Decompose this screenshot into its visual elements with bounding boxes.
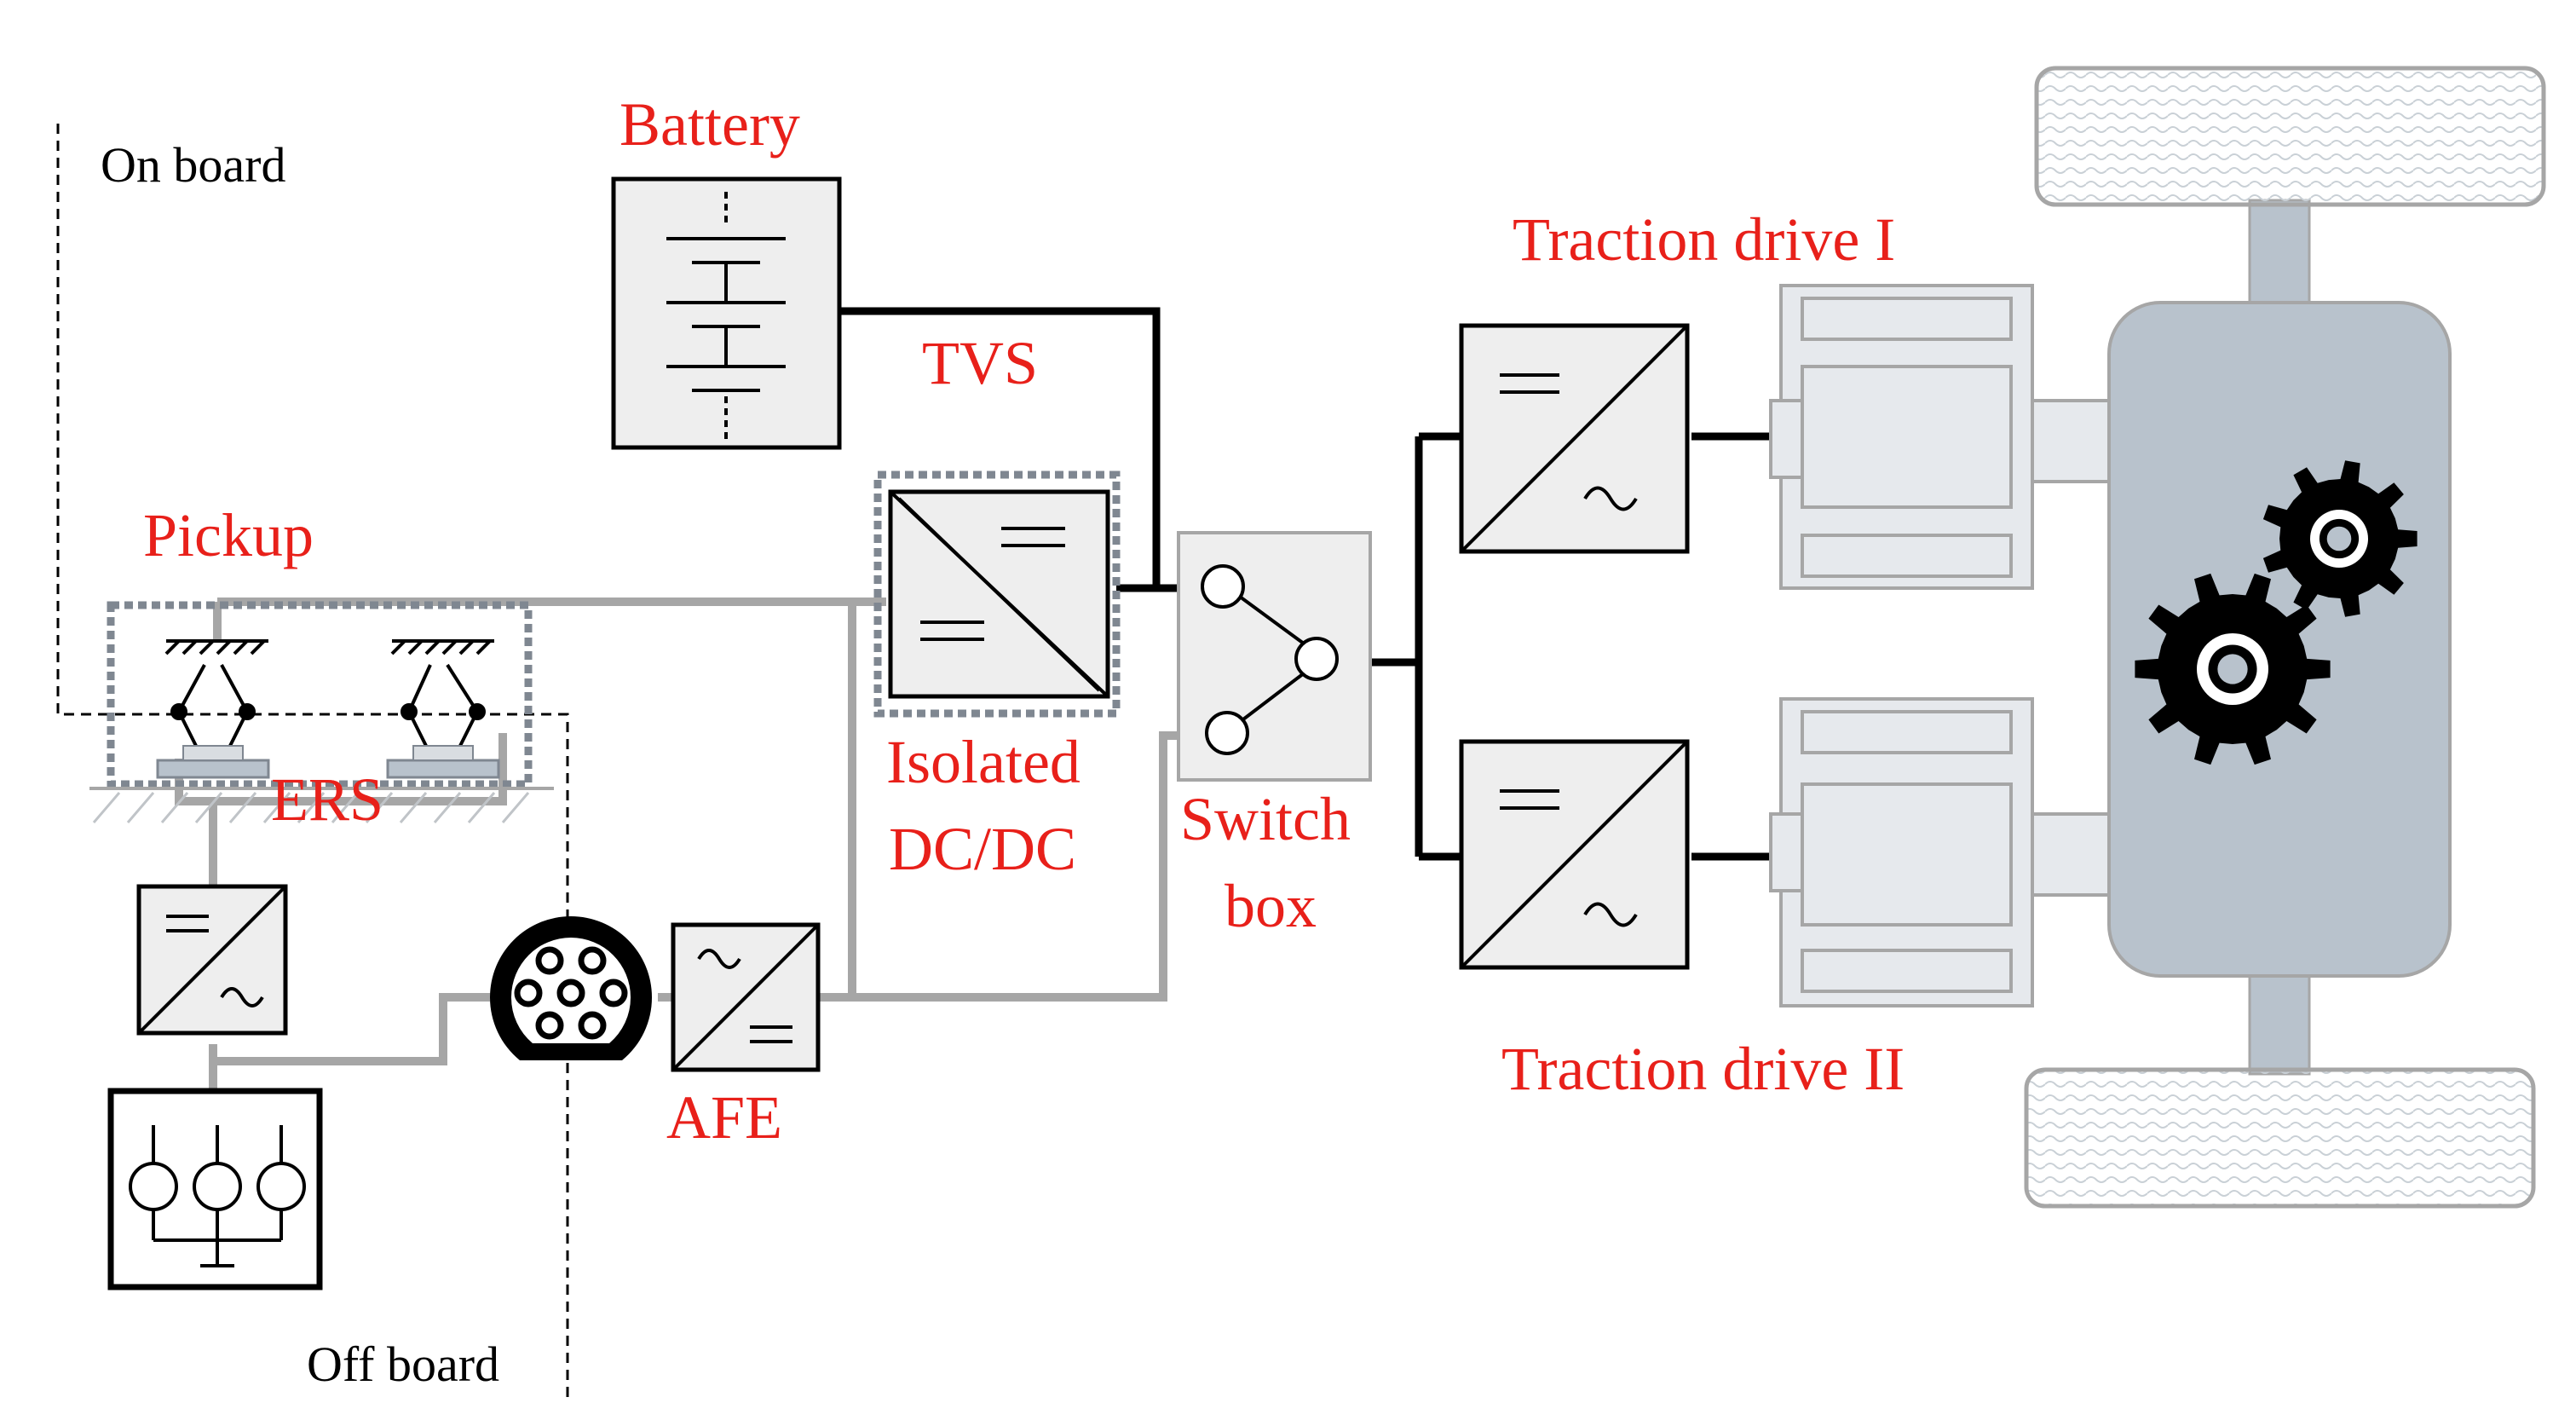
switch-box-block (1177, 531, 1372, 782)
battery-block (611, 176, 842, 450)
afe-block (671, 922, 821, 1072)
pickup-label: Pickup (143, 501, 314, 569)
afe-label: AFE (666, 1083, 782, 1152)
board-boundary (56, 124, 569, 1402)
isolated-label-line2: DC/DC (889, 815, 1076, 883)
inverter-icon (1460, 740, 1689, 969)
inverter-icon (1460, 324, 1689, 553)
gear-icon (2262, 460, 2418, 617)
switch-icon (1201, 564, 1339, 755)
grid-inverter-block (136, 884, 288, 1036)
battery-label: Battery (620, 90, 800, 159)
ers-label: ERS (271, 765, 383, 834)
off-board-label: Off board (307, 1337, 499, 1392)
grid-source-icon (129, 1125, 306, 1267)
axle-bottom (2248, 970, 2311, 1076)
tvs-label: TVS (922, 329, 1038, 397)
isolated-label-line1: Isolated (886, 728, 1081, 796)
grid-source-block (107, 1088, 323, 1290)
wheel-icon (2024, 1067, 2536, 1209)
switch-label-line2: box (1225, 872, 1317, 940)
pickup-arm-right (390, 639, 494, 747)
gear-icon (2135, 573, 2331, 765)
inverter-icon (137, 885, 287, 1035)
wheel-icon (2034, 66, 2546, 207)
motor-2 (1769, 697, 2111, 1007)
switch-label-line1: Switch (1180, 785, 1351, 853)
dc-dc-converter-icon (889, 490, 1109, 698)
traction-inverter-1 (1459, 323, 1690, 554)
charging-plug-icon (489, 916, 653, 1060)
pickup-arm-left (164, 639, 268, 747)
traction-drive-1-label: Traction drive I (1513, 205, 1895, 274)
gearbox (2107, 301, 2452, 978)
rectifier-icon (671, 923, 820, 1071)
isolated-dc-dc-block (873, 471, 1121, 718)
pickup-block (89, 601, 554, 823)
traction-inverter-2 (1459, 739, 1690, 970)
diagram-labels: Battery TVS Pickup ERS Isolated DC/DC Sw… (101, 90, 1905, 1392)
traction-drive-2-label: Traction drive II (1501, 1035, 1905, 1103)
battery-icon (666, 192, 786, 439)
axle-top (2248, 199, 2311, 309)
ers-rail (89, 745, 554, 823)
on-board-label: On board (101, 137, 285, 193)
motor-1 (1769, 284, 2111, 590)
dc-wires (839, 307, 1781, 861)
